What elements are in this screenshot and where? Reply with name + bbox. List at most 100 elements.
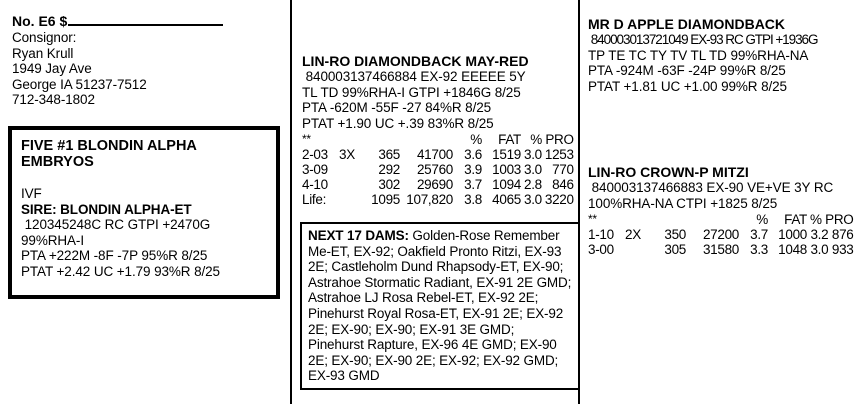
maternal-dam-production-table: ** % FAT % PRO 1-10 2X 350 27200 3.7 100… bbox=[588, 212, 854, 257]
record-pro-pct: 3.0 bbox=[810, 242, 829, 257]
lot-number: No. E6 bbox=[12, 13, 56, 29]
table-row: 4-10 302 29690 3.7 1094 2.8 846 bbox=[302, 177, 574, 192]
header-milk bbox=[400, 132, 453, 147]
consignor-address: 1949 Jay Ave bbox=[12, 61, 92, 76]
record-times bbox=[336, 162, 363, 177]
record-days: 350 bbox=[664, 227, 686, 242]
middle-column: LIN-RO DIAMONDBACK MAY-RED 8400031374668… bbox=[292, 0, 580, 404]
maternal-dam-block: LIN-RO CROWN-P MITZI 840003137466883 EX-… bbox=[588, 164, 864, 257]
next-dams-label: NEXT 17 DAMS: bbox=[308, 228, 409, 243]
header-fat: FAT bbox=[498, 132, 521, 147]
maternal-dam-codes: 100%RHA-NA CTPI +1825 8/25 bbox=[588, 195, 778, 211]
lot-sire-label: SIRE: BLONDIN ALPHA-ET bbox=[21, 201, 192, 217]
header-times bbox=[336, 132, 363, 147]
record-fat-pct: 3.7 bbox=[464, 177, 482, 192]
dam-production-table: ** % FAT % PRO 2-03 3X 365 41700 3.6 151… bbox=[302, 132, 574, 207]
record-pro: 1253 bbox=[544, 147, 574, 162]
dam-pedigree-block: LIN-RO DIAMONDBACK MAY-RED 8400031374668… bbox=[302, 53, 574, 207]
header-fat: FAT bbox=[784, 212, 807, 227]
right-column: MR D APPLE DIAMONDBACK 840003013721049 E… bbox=[580, 0, 868, 404]
header-days bbox=[649, 212, 686, 227]
lifetime-pro: 3220 bbox=[544, 192, 574, 207]
record-age: 3-09 bbox=[302, 162, 328, 177]
record-fat-pct: 3.3 bbox=[750, 242, 768, 257]
sire-ptat: PTAT +1.81 UC +1.00 99%R 8/25 bbox=[588, 78, 787, 94]
lifetime-pro-pct: 3.0 bbox=[524, 192, 542, 207]
record-milk: 31580 bbox=[702, 242, 739, 257]
header-fat-pct: % bbox=[470, 132, 482, 147]
header-milk bbox=[686, 212, 739, 227]
record-pro: 933 bbox=[831, 242, 854, 257]
next-dams-text: NEXT 17 DAMS: Golden-Rose Remember Me-ET… bbox=[308, 228, 572, 384]
table-row-lifetime: Life: 1095 107,820 3.8 4065 3.0 3220 bbox=[302, 192, 574, 207]
column-divider-right bbox=[578, 0, 580, 404]
record-pro: 770 bbox=[552, 162, 574, 177]
record-age: 3-00 bbox=[588, 242, 614, 257]
record-age: 2-03 bbox=[302, 147, 328, 162]
record-times: 3X bbox=[339, 147, 355, 162]
lifetime-days: 1095 bbox=[371, 192, 400, 207]
table-header-row: ** % FAT % PRO bbox=[588, 212, 854, 227]
record-fat-pct: 3.9 bbox=[464, 162, 482, 177]
next-dams-box: NEXT 17 DAMS: Golden-Rose Remember Me-ET… bbox=[300, 222, 580, 390]
lifetime-fat-pct: 3.8 bbox=[464, 192, 482, 207]
lot-sire-registration: 120345248C RC GTPI +2470G bbox=[21, 217, 211, 232]
lot-sire-pta: PTA +222M -8F -7P 95%R 8/25 bbox=[21, 248, 208, 263]
record-days: 302 bbox=[378, 177, 400, 192]
consignor-phone: 712-348-1802 bbox=[12, 92, 95, 107]
consignor-name: Ryan Krull bbox=[12, 45, 74, 61]
record-pro-pct: 3.0 bbox=[524, 162, 542, 177]
dam-ptat: PTAT +1.90 UC +.39 83%R 8/25 bbox=[302, 115, 494, 131]
sire-registration: 840003013721049 EX-93 RC GTPI +1936G bbox=[588, 32, 819, 47]
record-fat: 1094 bbox=[492, 177, 521, 192]
record-fat: 1519 bbox=[492, 147, 521, 162]
consignor-block: No. E6 $ Consignor: Ryan Krull 1949 Jay … bbox=[12, 13, 278, 108]
sire-name: MR D APPLE DIAMONDBACK bbox=[588, 16, 786, 32]
record-days: 305 bbox=[664, 242, 686, 257]
lot-number-line: No. E6 $ bbox=[12, 13, 278, 30]
records-stars: ** bbox=[588, 212, 597, 226]
lot-method: IVF bbox=[21, 186, 42, 201]
record-pro-pct: 3.2 bbox=[810, 227, 829, 242]
maternal-dam-registration: 840003137466883 EX-90 VE+VE 3Y RC bbox=[588, 180, 834, 195]
record-milk: 41700 bbox=[416, 147, 453, 162]
record-fat: 1003 bbox=[492, 162, 521, 177]
header-pro: % PRO bbox=[810, 212, 854, 227]
sire-codes: TP TE TC TY TV TL TD 99%RHA-NA bbox=[588, 47, 809, 63]
price-symbol: $ bbox=[59, 13, 68, 29]
sire-pta: PTA -924M -63F -24P 99%R 8/25 bbox=[588, 63, 786, 78]
table-row: 3-00 305 31580 3.3 1048 3.0 933 bbox=[588, 242, 854, 257]
record-times bbox=[336, 177, 363, 192]
record-times bbox=[622, 242, 649, 257]
lot-sire-ptat: PTAT +2.42 UC +1.79 93%R 8/25 bbox=[21, 263, 220, 279]
header-days bbox=[363, 132, 400, 147]
record-times: 2X bbox=[625, 227, 641, 242]
record-fat-pct: 3.7 bbox=[750, 227, 768, 242]
record-milk: 25760 bbox=[416, 162, 453, 177]
table-row: 1-10 2X 350 27200 3.7 1000 3.2 876 bbox=[588, 227, 854, 242]
consignor-city-state-zip: George IA 51237-7512 bbox=[12, 76, 147, 92]
consignor-label: Consignor: bbox=[12, 30, 77, 45]
record-age: 1-10 bbox=[588, 227, 614, 242]
record-days: 292 bbox=[378, 162, 400, 177]
record-fat: 1048 bbox=[778, 242, 807, 257]
dam-codes: TL TD 99%RHA-I GTPI +1846G 8/25 bbox=[302, 84, 521, 100]
sire-pedigree-block: MR D APPLE DIAMONDBACK 840003013721049 E… bbox=[588, 16, 864, 94]
column-divider-left bbox=[290, 0, 292, 404]
lot-description-box: FIVE #1 BLONDIN ALPHA EMBRYOS IVF SIRE: … bbox=[8, 126, 280, 299]
record-pro: 876 bbox=[831, 227, 854, 242]
left-column: No. E6 $ Consignor: Ryan Krull 1949 Jay … bbox=[0, 0, 290, 404]
dam-pta: PTA -620M -55F -27 84%R 8/25 bbox=[302, 100, 492, 115]
header-fat-pct: % bbox=[756, 212, 768, 227]
record-age: 4-10 bbox=[302, 177, 328, 192]
header-times bbox=[622, 212, 649, 227]
maternal-dam-name: LIN-RO CROWN-P MITZI bbox=[588, 164, 749, 180]
lifetime-milk: 107,820 bbox=[406, 192, 453, 207]
record-fat-pct: 3.6 bbox=[464, 147, 482, 162]
record-milk: 29690 bbox=[416, 177, 453, 192]
header-pro: % PRO bbox=[530, 132, 574, 147]
record-pro-pct: 2.8 bbox=[524, 177, 542, 192]
record-milk: 27200 bbox=[702, 227, 739, 242]
record-fat: 1000 bbox=[778, 227, 807, 242]
